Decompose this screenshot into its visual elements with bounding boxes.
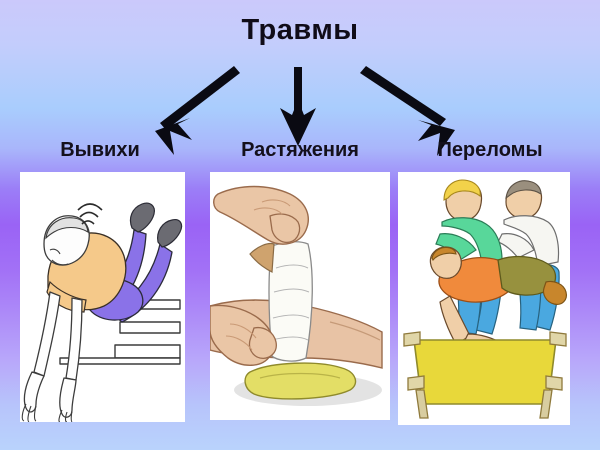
illustration-panel-dislocations bbox=[20, 172, 185, 422]
stretcher-shape bbox=[403, 331, 567, 419]
stairs-shape bbox=[59, 299, 181, 365]
bandage-shape bbox=[249, 241, 313, 362]
illustration-panel-sprains bbox=[210, 172, 390, 420]
pain-lines-icon bbox=[77, 203, 103, 225]
cushion-shape bbox=[244, 362, 357, 400]
category-label-sprains: Растяжения bbox=[241, 139, 359, 161]
lower-hand-shape bbox=[210, 304, 277, 366]
arrow-center-icon bbox=[280, 67, 316, 146]
shoes-shape bbox=[129, 202, 183, 248]
category-label-dislocations: Вывихи bbox=[60, 139, 140, 161]
illustration-panel-fractures bbox=[398, 172, 570, 425]
fingers-shape bbox=[21, 403, 73, 422]
head-shape bbox=[43, 215, 90, 266]
page-title: Травмы bbox=[241, 14, 359, 46]
arms-shape bbox=[23, 291, 83, 418]
category-label-fractures: Переломы bbox=[437, 139, 543, 161]
upper-hand-shape bbox=[213, 185, 309, 245]
